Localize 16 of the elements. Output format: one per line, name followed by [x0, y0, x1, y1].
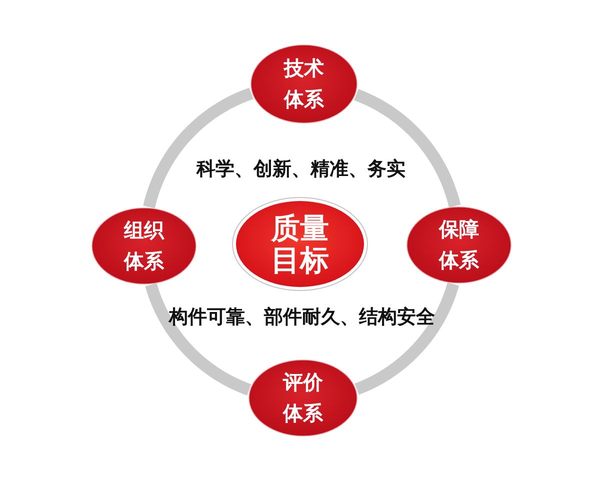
node-label: 组织体系 — [124, 217, 164, 275]
ring-arc — [354, 282, 460, 395]
ellipse-node — [231, 196, 369, 292]
ring-arc — [145, 282, 252, 396]
ring-arc — [143, 88, 254, 210]
node-label: 评价体系 — [283, 369, 323, 427]
ellipse-node — [406, 206, 512, 284]
ellipse-node — [248, 359, 358, 437]
node-label: 技术体系 — [284, 55, 324, 113]
slogan-text: 科学、创新、精准、务实 — [196, 158, 406, 181]
slogan-text: 构件可靠、部件耐久、结构安全 — [169, 306, 435, 329]
node-label: 质量目标 — [271, 212, 329, 276]
ellipse-node — [91, 207, 197, 285]
ring-arc — [354, 89, 461, 208]
node-label: 保障体系 — [439, 216, 479, 274]
ellipse-node — [250, 44, 358, 124]
